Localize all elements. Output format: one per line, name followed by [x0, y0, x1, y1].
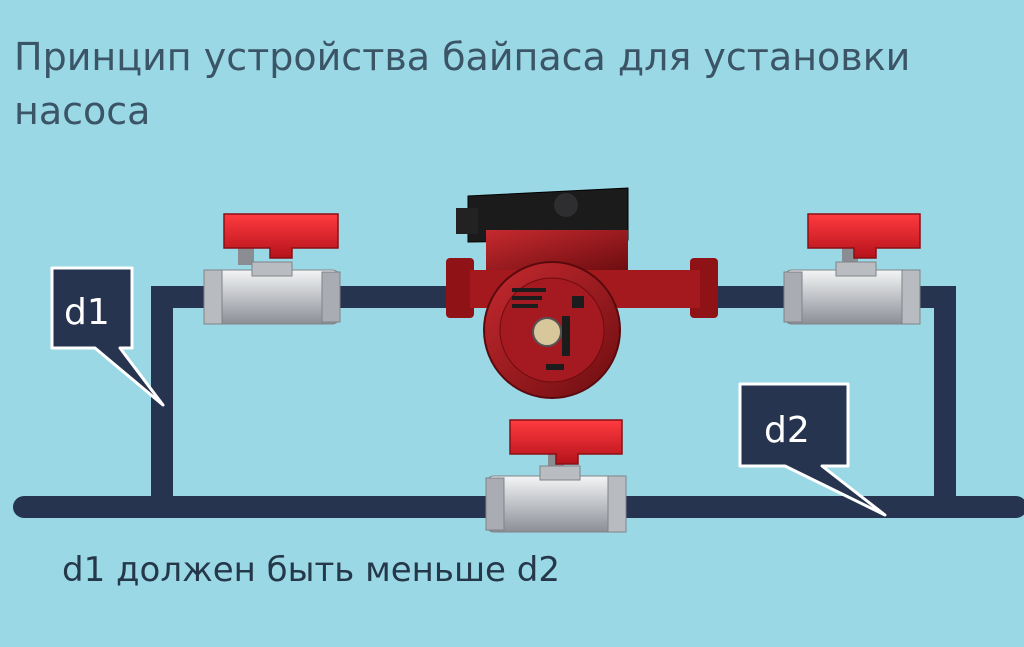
label-d1: d1	[64, 292, 110, 333]
ball-valve-bypass	[485, 419, 627, 533]
bypass-right-riser	[899, 286, 956, 518]
label-d2: d2	[764, 410, 810, 451]
bypass-left-riser	[151, 286, 231, 518]
diagram-title: Принцип устройства байпаса для установки…	[14, 35, 911, 133]
diagram-caption: d1 должен быть меньше d2	[62, 550, 560, 590]
callout-d2: d2	[738, 382, 887, 517]
circulation-pump	[446, 187, 718, 399]
callout-d1: d1	[50, 266, 165, 407]
ball-valve-left	[203, 213, 341, 325]
ball-valve-right	[783, 213, 921, 325]
